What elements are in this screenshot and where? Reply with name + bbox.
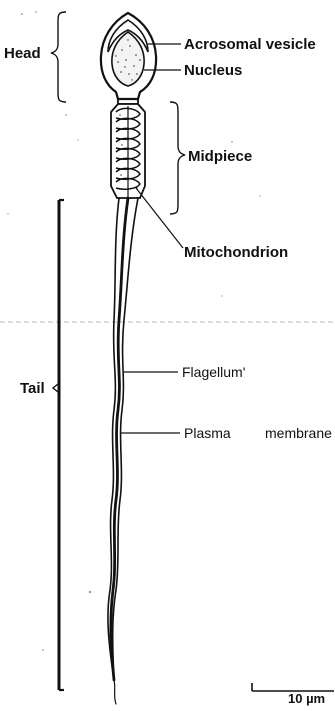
scale-bar	[252, 683, 334, 691]
label-acrosomal-vesicle: Acrosomal vesicle	[184, 36, 316, 53]
label-membrane: membrane	[265, 425, 332, 441]
leader-mitochondrion	[136, 188, 183, 248]
label-mitochondrion: Mitochondrion	[184, 244, 288, 261]
label-midpiece: Midpiece	[188, 148, 252, 165]
label-nucleus: Nucleus	[184, 62, 242, 79]
label-plasma: Plasma	[184, 425, 231, 441]
sperm-tail	[108, 198, 138, 704]
label-head: Head	[4, 45, 41, 62]
midpiece-brace	[170, 102, 185, 214]
tail-end-piece	[114, 680, 116, 704]
scale-bar-label: 10 µm	[288, 691, 325, 706]
label-flagellum: Flagellum'	[182, 364, 245, 380]
head-brace	[51, 12, 66, 102]
tail-bracket	[53, 200, 64, 690]
sperm-head	[101, 13, 156, 104]
label-tail: Tail	[20, 380, 45, 397]
sperm-midpiece	[111, 104, 145, 198]
